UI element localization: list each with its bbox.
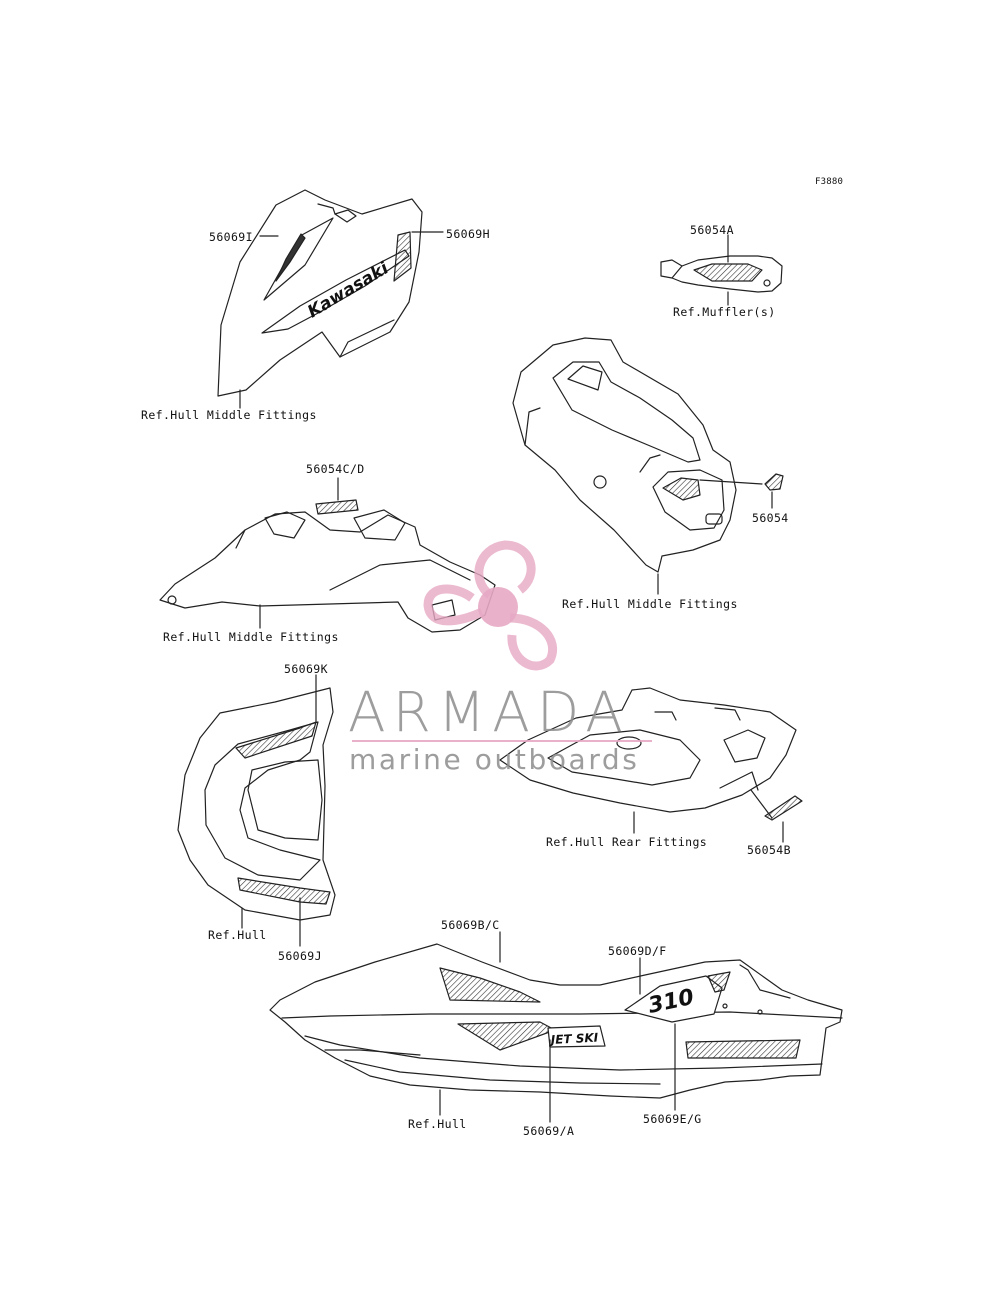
full-hull-side [269,943,843,1099]
label-56069K: 56069K [284,662,328,676]
jetski-decal: JET SKI [548,1031,599,1048]
label-ref-hull-middle-fittings-3: Ref.Hull Middle Fittings [562,597,738,611]
label-ref-hull-middle-fittings-1: Ref.Hull Middle Fittings [141,408,317,422]
label-ref-hull-2: Ref.Hull [408,1117,467,1131]
figure-code: F3880 [815,177,844,187]
label-56069H: 56069H [446,227,490,241]
deck-seat-area [512,337,737,573]
watermark-tagline: marine outboards [349,743,640,776]
side-panel-part [159,499,496,633]
label-56054A: 56054A [690,223,734,237]
label-ref-hull-1: Ref.Hull [208,928,267,942]
muffler-part [660,255,783,293]
front-hood-panel [217,189,423,397]
label-56069I: 56069I [209,230,253,244]
label-56069DF: 56069D/F [608,944,667,958]
label-56069J: 56069J [278,949,322,963]
label-56054B: 56054B [747,843,791,857]
label-56069BC: 56069B/C [441,918,500,932]
label-56069EG: 56069E/G [643,1112,702,1126]
watermark-rule [352,740,652,742]
kawasaki-decal: Kawasaki [304,258,393,322]
label-56054: 56054 [752,511,789,525]
label-ref-hull-rear-fittings: Ref.Hull Rear Fittings [546,835,708,849]
rear-deck-part [499,687,797,813]
front-hull-nose [177,687,336,921]
label-ref-hull-middle-fittings-2: Ref.Hull Middle Fittings [163,630,339,644]
watermark-brand: ARMADA [348,680,630,744]
label-56069A: 56069/A [523,1124,575,1138]
propeller-icon [423,540,558,671]
propeller-hub [478,587,518,627]
label-56054CD: 56054C/D [306,462,365,476]
label-ref-muffler: Ref.Muffler(s) [673,305,776,319]
